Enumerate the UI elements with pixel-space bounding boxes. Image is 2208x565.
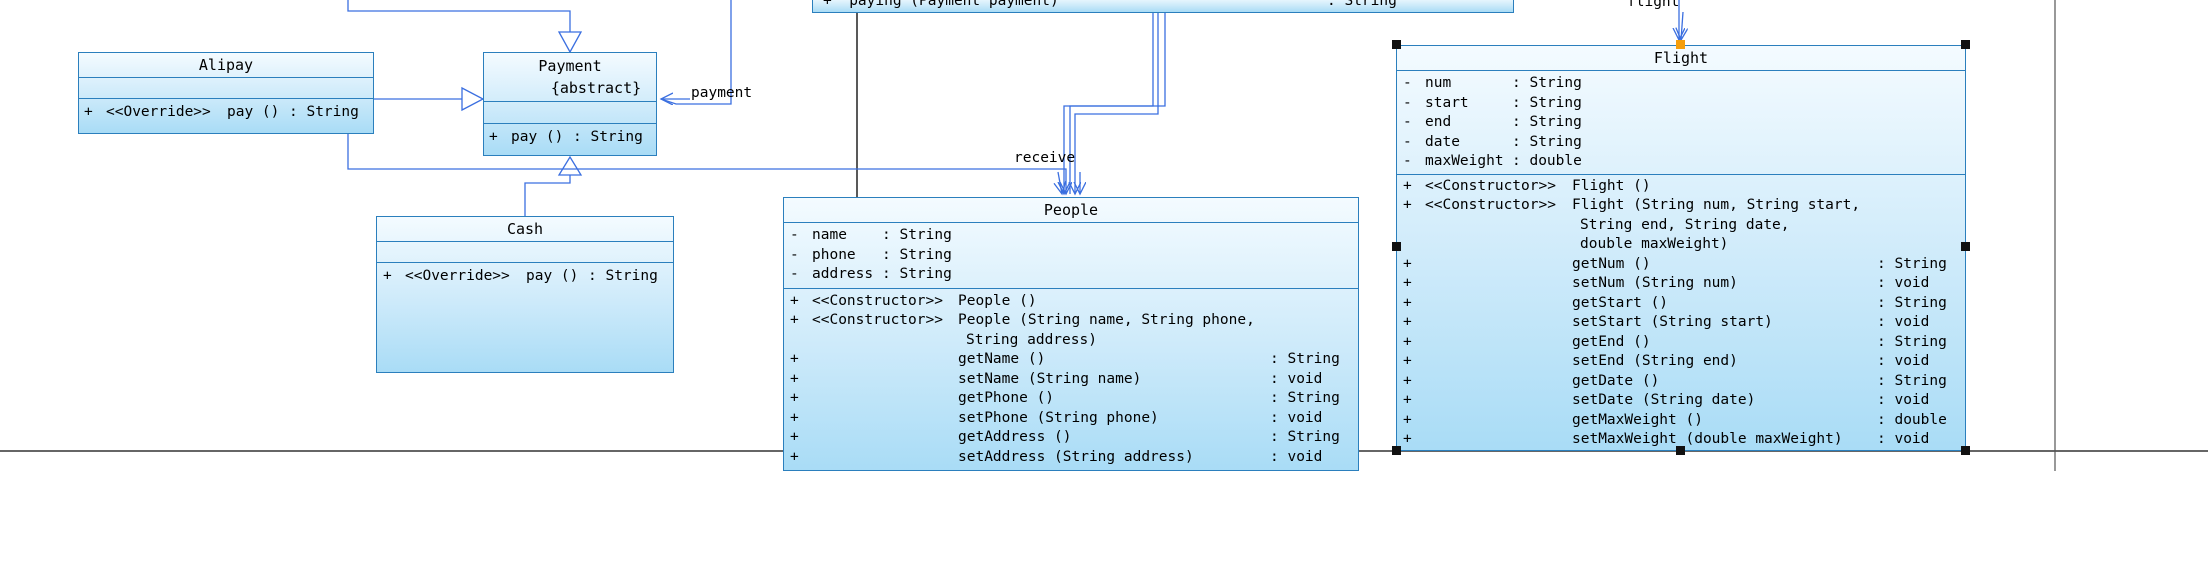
class-flight-name: Flight bbox=[1397, 46, 1965, 71]
label-payment: payment bbox=[691, 85, 753, 101]
method-row: + setEnd (String end) : void bbox=[1403, 353, 1930, 369]
top-cut-row: + paying (Payment payment) : String bbox=[823, 0, 1397, 9]
edge-receive-b bbox=[1069, 0, 1166, 194]
method-row: + <<Override>> pay () : String bbox=[383, 268, 658, 284]
class-payment-attributes bbox=[484, 102, 656, 124]
method-row: + <<Constructor>> Flight () bbox=[1403, 177, 1651, 194]
method-row: + setMaxWeight (double maxWeight) : void bbox=[1403, 431, 1930, 447]
label-flight: flight bbox=[1627, 0, 1680, 10]
method-row: + pay () : String bbox=[489, 129, 643, 145]
class-people-attributes: - name : String - phone : String - addre… bbox=[784, 223, 1358, 289]
resize-handle-bottom-left[interactable] bbox=[1392, 446, 1401, 455]
method-row: + getEnd () : String bbox=[1403, 333, 1947, 350]
class-payment-methods: + pay () : String bbox=[484, 124, 656, 148]
class-cash-methods: + <<Override>> pay () : String bbox=[377, 263, 673, 287]
method-row: + getAddress () : String bbox=[790, 429, 1340, 445]
attribute-row: - start : String bbox=[1403, 94, 1582, 111]
method-row: + getMaxWeight () : double bbox=[1403, 411, 1947, 428]
edge-top-payment bbox=[347, 0, 571, 32]
class-payment-title: Payment {abstract} bbox=[484, 53, 656, 102]
edge-receive-e bbox=[1058, 171, 1062, 194]
attribute-row: - end : String bbox=[1403, 114, 1582, 130]
class-cash[interactable]: Cash + <<Override>> pay () : String bbox=[376, 216, 674, 373]
method-row: + setName (String name) : void bbox=[790, 370, 1323, 387]
attribute-row: - num : String bbox=[1403, 75, 1582, 91]
method-row: + getName () : String bbox=[790, 351, 1340, 367]
triangle-arrow-cash bbox=[557, 155, 583, 176]
resize-handle-top-center[interactable] bbox=[1676, 40, 1685, 49]
class-alipay-methods: + <<Override>> pay () : String bbox=[79, 99, 373, 123]
resize-handle-bottom-center[interactable] bbox=[1676, 446, 1685, 455]
edge-flight-2 bbox=[1681, 11, 1683, 40]
method-row: + setStart (String start) : void bbox=[1403, 314, 1930, 330]
method-row: + <<Constructor>> Flight (String num, St… bbox=[1403, 197, 1861, 213]
triangle-arrow-alipay bbox=[461, 86, 485, 112]
attribute-row: - date : String bbox=[1403, 133, 1582, 150]
method-row: + getNum () : String bbox=[1403, 255, 1947, 272]
method-row: String end, String date, bbox=[1580, 216, 1790, 233]
method-row: + setAddress (String address) : void bbox=[790, 448, 1323, 465]
class-cash-name: Cash bbox=[377, 217, 673, 242]
method-row: + <<Constructor>> People () bbox=[790, 292, 1037, 309]
edge-receive-c bbox=[1075, 0, 1159, 194]
resize-handle-mid-left[interactable] bbox=[1392, 242, 1401, 251]
class-flight-methods: + <<Constructor>> Flight () + <<Construc… bbox=[1397, 175, 1965, 450]
method-row: + getPhone () : String bbox=[790, 390, 1340, 406]
method-row: + <<Override>> pay () : String bbox=[84, 104, 359, 120]
class-payment[interactable]: Payment {abstract} + pay () : String bbox=[483, 52, 657, 156]
method-row: + setNum (String num) : void bbox=[1403, 275, 1930, 291]
attribute-row: - maxWeight : double bbox=[1403, 153, 1582, 169]
edge-receive-a bbox=[1064, 0, 1154, 194]
class-payment-abstract: {abstract} bbox=[550, 79, 642, 97]
attribute-row: - address : String bbox=[790, 266, 952, 282]
method-row: + setDate (String date) : void bbox=[1403, 392, 1930, 408]
diagram-canvas: + paying (Payment payment) : String flig… bbox=[0, 0, 2208, 471]
method-row: + <<Constructor>> People (String name, S… bbox=[790, 312, 1255, 328]
attribute-row: - name : String bbox=[790, 227, 952, 243]
class-alipay-name: Alipay bbox=[79, 53, 373, 78]
class-cash-attributes bbox=[377, 242, 673, 263]
method-row: + getStart () : String bbox=[1403, 294, 1947, 311]
class-people[interactable]: People - name : String - phone : String … bbox=[783, 197, 1359, 471]
resize-handle-top-right[interactable] bbox=[1961, 40, 1970, 49]
resize-handle-top-left[interactable] bbox=[1392, 40, 1401, 49]
class-alipay[interactable]: Alipay + <<Override>> pay () : String bbox=[78, 52, 374, 134]
class-alipay-attributes bbox=[79, 78, 373, 99]
class-top-cut[interactable]: + paying (Payment payment) : String bbox=[812, 0, 1514, 13]
attribute-row: - phone : String bbox=[790, 246, 952, 263]
triangle-arrow-top bbox=[557, 31, 583, 54]
class-people-methods: + <<Constructor>> People () + <<Construc… bbox=[784, 289, 1358, 468]
class-people-name: People bbox=[784, 198, 1358, 223]
edge-cash-payment bbox=[524, 175, 571, 216]
resize-handle-mid-right[interactable] bbox=[1961, 242, 1970, 251]
method-row: + setPhone (String phone) : void bbox=[790, 409, 1323, 426]
class-flight-attributes: - num : String - start : String - end : … bbox=[1397, 71, 1965, 175]
method-row: String address) bbox=[966, 331, 1097, 348]
label-receive: receive bbox=[1014, 150, 1076, 166]
resize-handle-bottom-right[interactable] bbox=[1961, 446, 1970, 455]
class-payment-name: Payment bbox=[538, 57, 602, 75]
method-row: double maxWeight) bbox=[1580, 236, 1729, 252]
class-flight[interactable]: Flight - num : String - start : String -… bbox=[1396, 45, 1966, 451]
method-row: + getDate () : String bbox=[1403, 372, 1947, 389]
